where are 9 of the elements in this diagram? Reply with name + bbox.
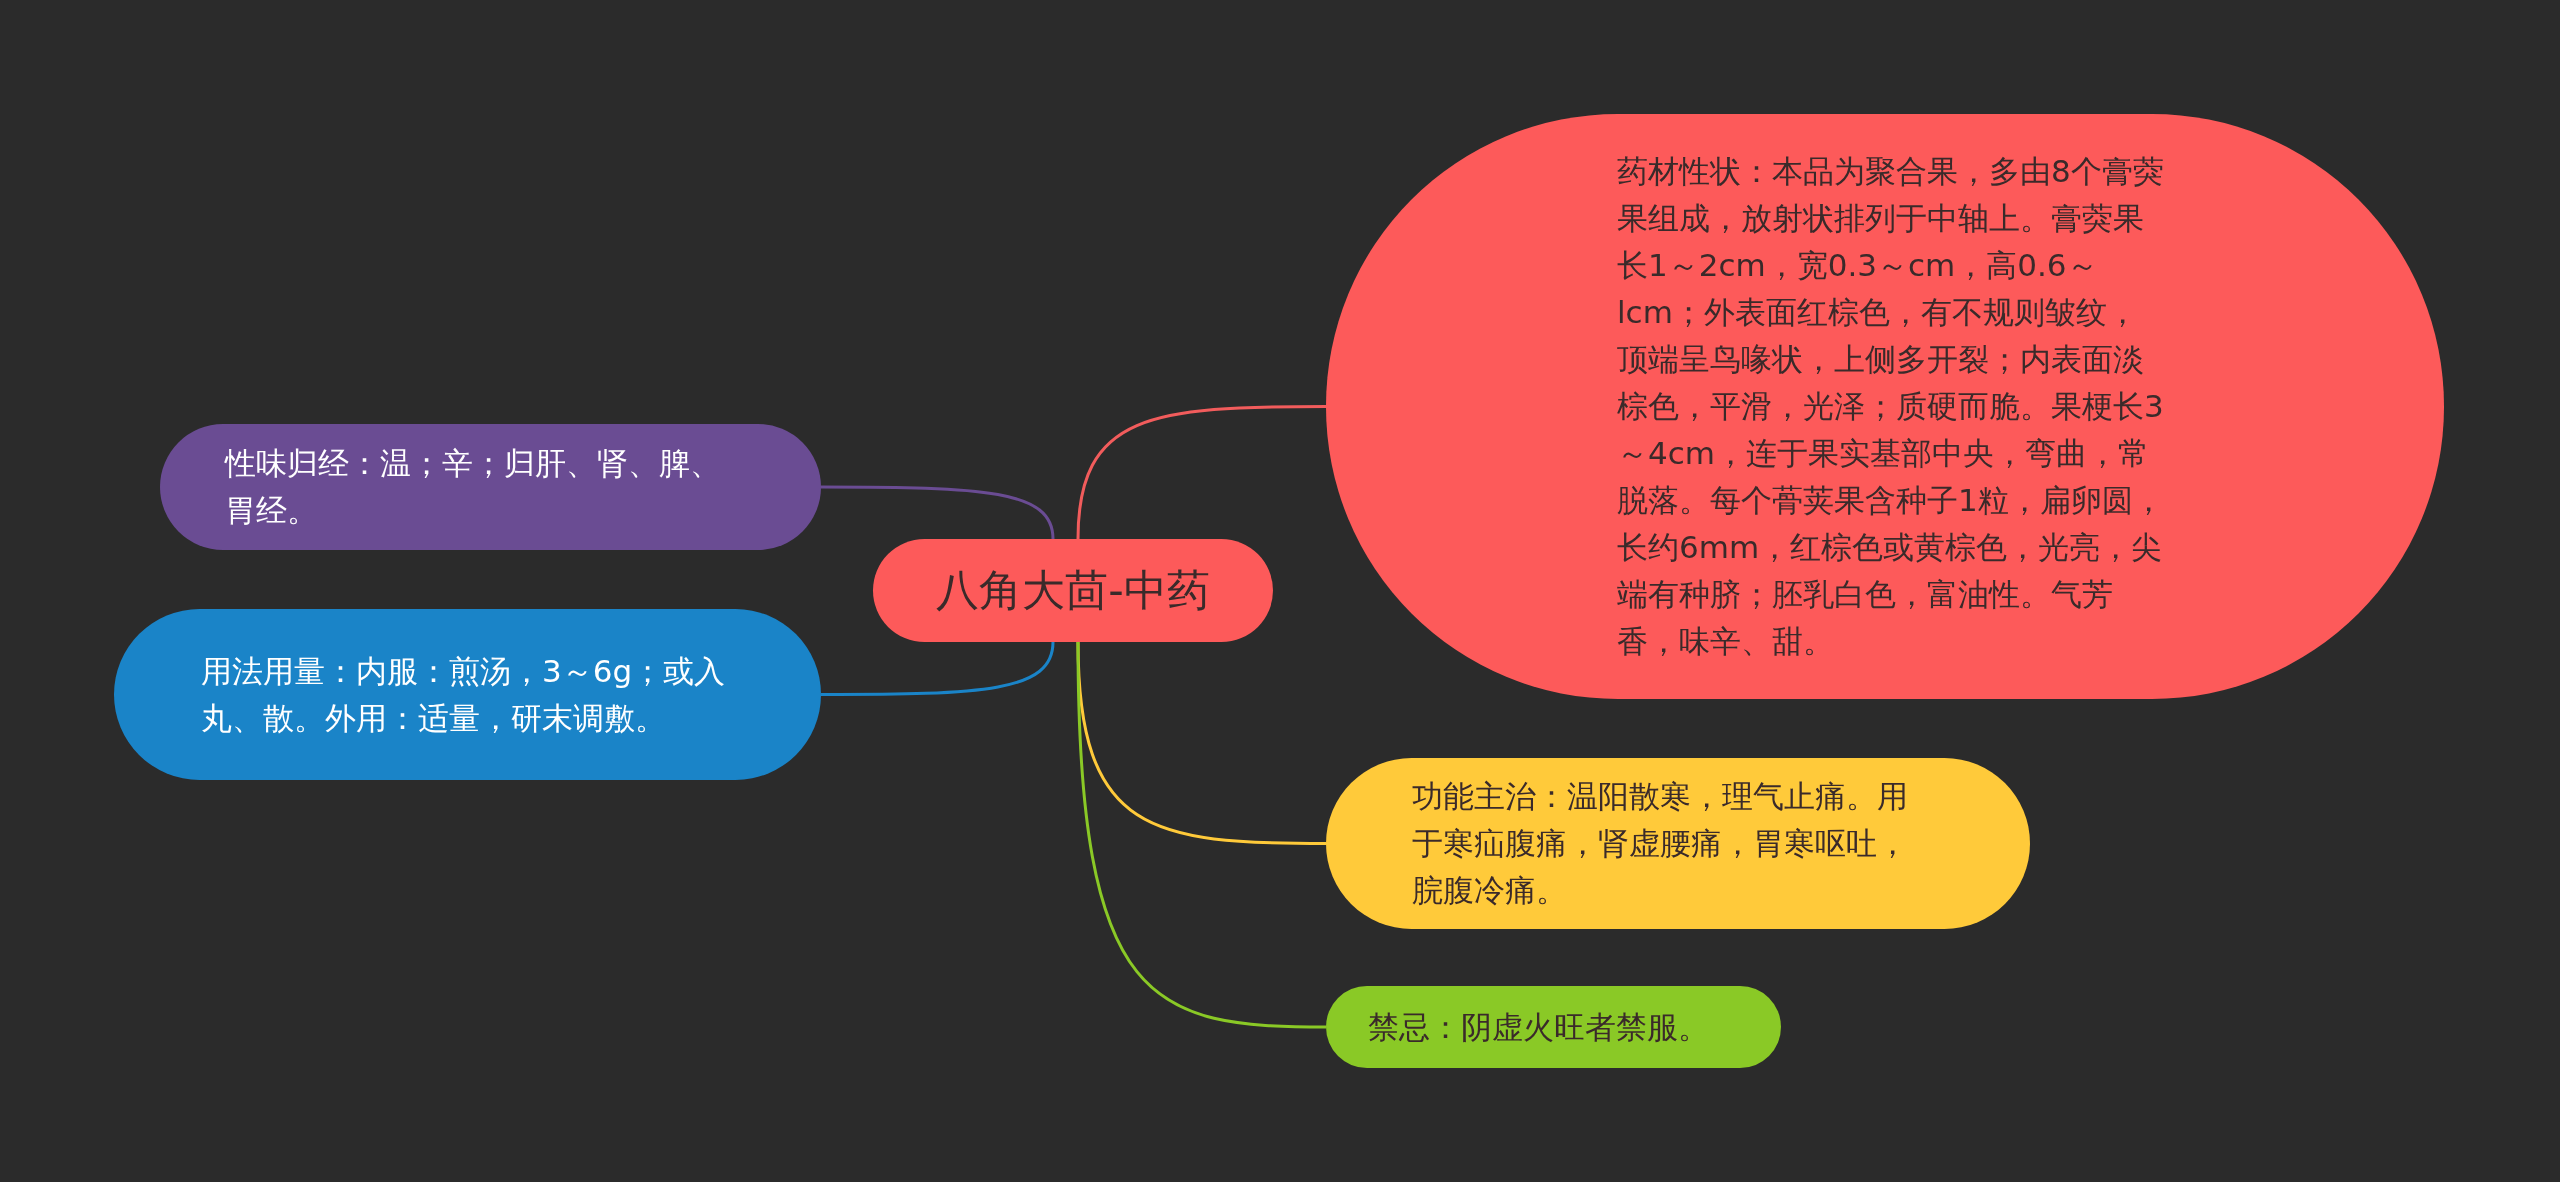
branch-text: 禁忌：阴虚火旺者禁服。 <box>1368 1007 1710 1047</box>
connector-curve <box>821 641 1055 696</box>
branch-text: 用法用量：内服：煎汤，3～6g；或入丸、散。外用：适量，研末调敷。 <box>201 651 727 738</box>
connector-curve <box>821 485 1055 540</box>
branch-text: 药材性状：本品为聚合果，多由8个膏葖果组成，放射状排列于中轴上。膏葖果长1～2cm，宽0.3～cm，高0.6～lcm；外表面红棕色，有不规则皱纹，顶端呈鸟喙状，上侧多开裂；内表面淡棕色，平滑，光泽；质硬而脆。果梗长3～4cm，连于果实基部中央，弯曲，常脱落。每个蓇荚果含种子1粒，扁卵圆，长约6mm，红棕色或黄棕色，光亮，尖端有种脐；胚乳白色，富油性。气芳香，味辛、甜。 <box>1617 152 2165 661</box>
branch-text: 性味归经：温；辛；归肝、肾、脾、胃经。 <box>225 444 722 530</box>
branch-text: 功能主治：温阳散寒，理气止痛。用于寒疝腹痛，肾虚腰痛，胃寒呕吐，脘腹冷痛。 <box>1412 777 1909 910</box>
connector-curve <box>1076 405 1326 540</box>
topic-text: 八角大茴-中药 <box>936 564 1210 617</box>
